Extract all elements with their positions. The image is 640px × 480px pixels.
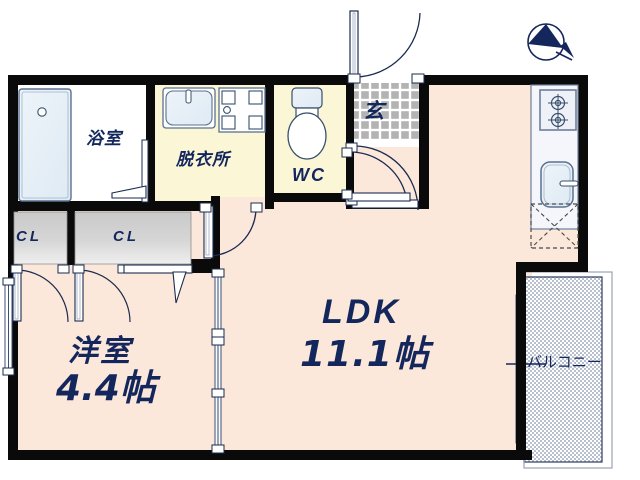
wall-closet-divider xyxy=(67,209,75,265)
wall-top-left xyxy=(8,75,354,85)
kitchen-faucet-icon xyxy=(559,180,579,187)
vanity-sink xyxy=(162,87,216,129)
wall-top-right xyxy=(419,75,588,85)
balcony-area xyxy=(523,276,603,463)
kitchen-sink-icon xyxy=(540,161,579,208)
room-label-ldk: LDK xyxy=(322,293,401,331)
door-entrance-front[interactable] xyxy=(347,10,425,84)
wall-entrance-left xyxy=(346,75,354,209)
room-label-entrance: 玄 xyxy=(363,99,384,123)
wall-bottom xyxy=(8,450,532,460)
door-bedroom-entry[interactable] xyxy=(123,264,193,304)
wall-ldk-jog-horizontal xyxy=(516,262,588,272)
wall-bath-dressing xyxy=(146,81,155,209)
wall-right-upper xyxy=(578,75,588,271)
closet-label-left: CL xyxy=(16,228,42,245)
wall-right-lower xyxy=(516,262,526,460)
door-dressing[interactable] xyxy=(199,202,263,259)
sliding-partition-bedroom-ldk[interactable] xyxy=(211,268,225,454)
room-label-dressing: 脱衣所 xyxy=(176,150,230,170)
doors xyxy=(2,10,425,454)
wall-bedroom-right-top xyxy=(211,209,220,273)
wall-bedroom-ldk-top xyxy=(211,196,220,212)
refrigerator-space-icon xyxy=(530,203,579,249)
washer-drain-icon xyxy=(223,106,231,114)
gas-stove-icon xyxy=(539,89,577,131)
window-bedroom-left xyxy=(2,277,15,376)
closet-label-right: CL xyxy=(113,228,139,245)
room-label-toilet: WC xyxy=(292,165,326,185)
wall-entrance-right xyxy=(419,75,429,209)
room-label-bathroom: 浴室 xyxy=(86,129,122,149)
floor-ldk-lower xyxy=(212,209,532,456)
wall-dressing-wc xyxy=(265,81,274,209)
floor-entrance-tile xyxy=(353,83,421,139)
door-closet-left[interactable] xyxy=(10,264,70,323)
toilet-bowl xyxy=(287,87,327,160)
closet-right-area[interactable] xyxy=(74,211,192,265)
door-bathroom[interactable] xyxy=(111,139,149,203)
room-size-ldk: 11.1帖 xyxy=(300,334,430,375)
north-compass-icon xyxy=(527,23,574,61)
room-size-bedroom: 4.4帖 xyxy=(56,368,156,409)
wall-wc-bottom xyxy=(265,193,354,202)
room-label-balcony: バルコニー xyxy=(527,353,602,371)
closets xyxy=(13,211,192,265)
closet-left-area[interactable] xyxy=(13,211,68,265)
washer-space xyxy=(218,87,266,133)
wall-wet-bottom xyxy=(8,201,218,211)
bathtub xyxy=(18,88,72,202)
kitchen-counter xyxy=(530,84,579,249)
door-wc[interactable] xyxy=(341,147,411,202)
faucet-icon xyxy=(185,89,192,104)
room-label-bedroom: 洋室 xyxy=(68,334,132,369)
